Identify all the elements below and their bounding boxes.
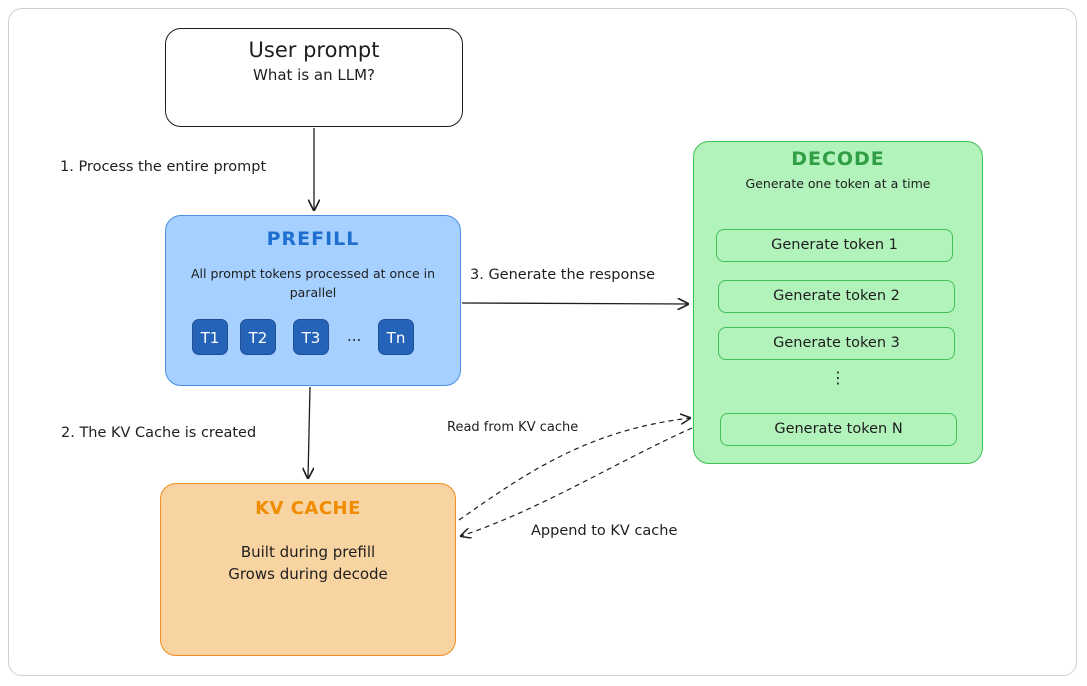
prefill-description: All prompt tokens processed at once in p… <box>190 266 435 300</box>
arrow-prefill-to-kv <box>308 386 310 478</box>
kv-cache-line: Grows during decode <box>228 565 388 583</box>
canvas-frame <box>8 8 1077 676</box>
append-kv-label: Append to KV cache <box>531 523 678 539</box>
user-prompt-title: User prompt <box>248 38 380 62</box>
token-chip: T1 <box>192 319 228 355</box>
decode-box: DECODE Generate one token at a time Gene… <box>693 141 983 464</box>
decode-title: DECODE <box>791 148 885 170</box>
kv-cache-title: KV CACHE <box>255 498 361 519</box>
arrow-prefill-to-decode <box>461 303 688 304</box>
kv-cache-box: KV CACHE Built during prefill Grows duri… <box>160 483 456 656</box>
token-chip: T3 <box>293 319 329 355</box>
kv-cache-line: Built during prefill <box>240 543 376 561</box>
token-chip: Tn <box>378 319 414 355</box>
generate-token-step: Generate token 1 <box>716 229 953 262</box>
user-prompt-box: User prompt What is an LLM? <box>165 28 463 127</box>
arrow-read-kv-cache <box>458 418 690 521</box>
decode-description: Generate one token at a time <box>745 176 931 191</box>
prefill-box: PREFILL All prompt tokens processed at o… <box>165 215 461 386</box>
arrow-append-kv-cache <box>461 427 693 536</box>
user-prompt-text: What is an LLM? <box>252 66 375 84</box>
step1-label: 1. Process the entire prompt <box>60 159 267 175</box>
generate-token-step: Generate token 3 <box>718 327 955 360</box>
generate-token-step: Generate token N <box>720 413 957 446</box>
generate-token-step: Generate token 2 <box>718 280 955 313</box>
decode-ellipsis: ⋮ <box>830 368 846 387</box>
step2-label: 2. The KV Cache is created <box>61 425 257 441</box>
token-chip: T2 <box>240 319 276 355</box>
read-kv-label: Read from KV cache <box>447 420 579 435</box>
token-ellipsis: ... <box>347 327 362 345</box>
step3-label: 3. Generate the response <box>470 267 656 283</box>
prefill-title: PREFILL <box>266 228 360 250</box>
